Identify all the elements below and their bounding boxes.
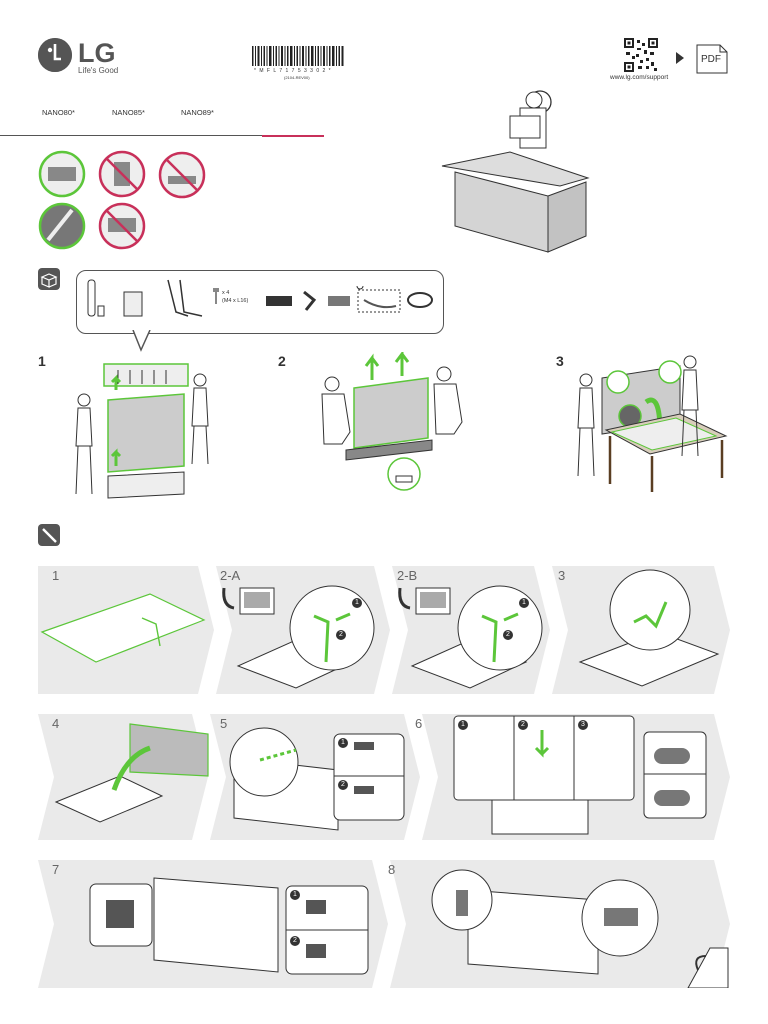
substep-marker: 2 [290, 936, 300, 946]
box-contents-icon [38, 268, 60, 290]
unpack-step-number: 3 [556, 353, 564, 369]
no-flat-lay-icon [158, 151, 206, 199]
qr-code-icon[interactable] [624, 38, 658, 72]
assembly-step-number: 2-B [397, 568, 418, 583]
assembly-band-row1 [38, 566, 730, 694]
assembly-step-number: 7 [52, 862, 60, 877]
substep-marker: 2 [338, 780, 348, 790]
parts-remote-manual-stand-icons [87, 279, 203, 317]
unpack-step1-illustration [75, 363, 209, 499]
support-url[interactable]: www.lg.com/support [610, 74, 669, 81]
substep-marker: 3 [578, 720, 588, 730]
unpack-step-number: 1 [38, 353, 46, 369]
assembly-step-number: 1 [52, 568, 60, 583]
screwdriver-tool-icon [38, 524, 60, 546]
barcode-number: * M F L 7 1 7 5 3 3 0 2 * [254, 68, 332, 74]
parts-clips-ties-cable-icons [266, 286, 433, 313]
assembly-step-number: 5 [220, 716, 228, 731]
brand-tagline: Life's Good [78, 66, 119, 75]
assembly-step-number: 8 [388, 862, 396, 877]
assembly-band-row2 [38, 714, 730, 840]
unpack-step-number: 2 [278, 353, 286, 369]
arrow-right-icon [676, 52, 684, 64]
assembly-step-number: 2-A [220, 568, 241, 583]
pdf-label: PDF [701, 54, 721, 65]
unpack-step2-illustration [321, 352, 463, 491]
header-divider-accent [262, 135, 324, 137]
screw-icon [213, 288, 219, 304]
screw-count: x 4 [222, 290, 230, 296]
lg-face-icon [38, 38, 72, 72]
model-name-3: NANO89* [181, 108, 214, 117]
pdf-document-icon[interactable]: PDF [696, 44, 728, 74]
unpack-step3-illustration [577, 355, 728, 492]
assembly-step-number: 6 [415, 716, 423, 731]
lg-logo-mark [38, 38, 72, 72]
substep-marker: 1 [352, 598, 362, 608]
header-divider [0, 135, 324, 136]
brand-logo-text: LG [78, 38, 116, 68]
callout-pointer [132, 330, 151, 352]
assembly-band-row3 [38, 860, 730, 988]
substep-marker: 2 [336, 630, 346, 640]
assembly-step-number: 4 [52, 716, 60, 731]
screw-size: (M4 x L16) [222, 298, 249, 304]
tv-box-illustration: ! [441, 90, 590, 253]
substep-marker: 2 [518, 720, 528, 730]
substep-marker: 1 [458, 720, 468, 730]
substep-marker: 1 [290, 890, 300, 900]
substep-marker: 1 [338, 738, 348, 748]
assembly-step-number: 3 [558, 568, 566, 583]
substep-marker: 1 [519, 598, 529, 608]
barcode-revision: (2104-REV00) [284, 75, 310, 80]
substep-marker: 2 [503, 630, 513, 640]
handling-do-dont-icons [38, 150, 146, 250]
barcode-image [252, 46, 344, 66]
model-name-1: NANO80* [42, 108, 75, 117]
model-name-2: NANO85* [112, 108, 145, 117]
